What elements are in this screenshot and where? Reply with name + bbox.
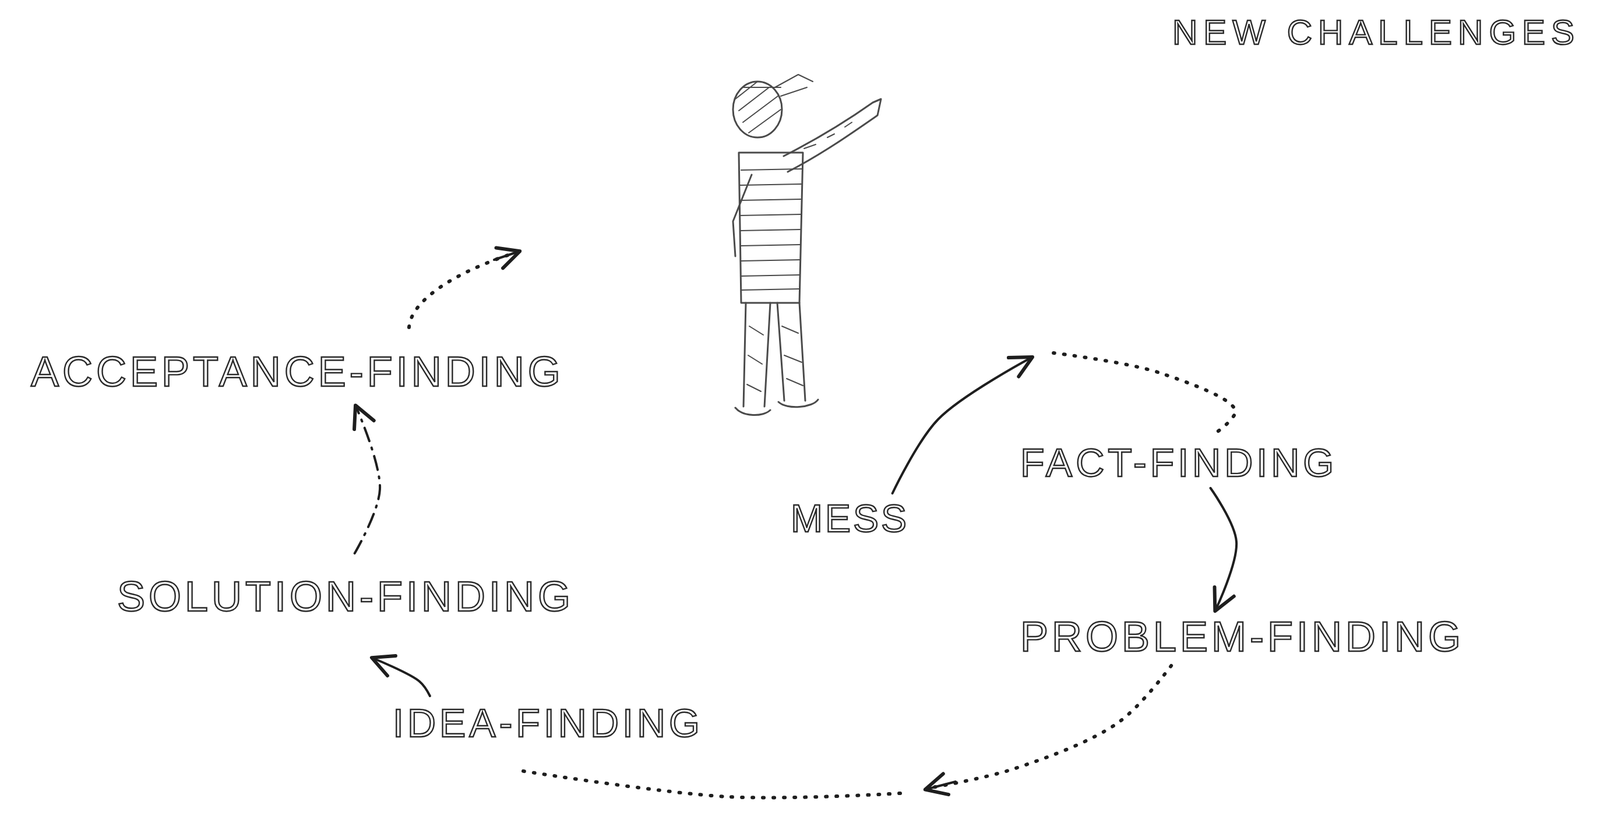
flow-arrow — [1210, 488, 1237, 611]
stage-label-node: ACCEPTANCE-FINDING — [30, 350, 565, 393]
person-arm — [783, 99, 881, 172]
loop-arrow — [409, 251, 519, 328]
stage-name: FACT-FINDING — [1020, 442, 1338, 483]
connector-line — [1210, 488, 1237, 611]
connector-line — [892, 357, 1032, 494]
person-feet — [735, 399, 819, 416]
stage-label-node: IDEA-FINDING — [392, 703, 704, 743]
arm-hatching — [804, 122, 852, 149]
person-head — [732, 81, 782, 138]
person-legs — [743, 302, 806, 407]
stage-name: NEW CHALLENGES — [1172, 15, 1581, 51]
flow-arrow — [372, 658, 431, 697]
stage-label-node: SOLUTION-FINDING — [117, 575, 574, 618]
person-other-arm — [732, 174, 752, 257]
flow-arrow — [892, 353, 1236, 494]
stage-label-node: FACT-FINDING — [1020, 442, 1338, 483]
connector-layer — [354, 353, 1237, 798]
person-hat — [774, 74, 813, 97]
connector-line — [926, 781, 956, 790]
flow-arrow — [354, 406, 380, 554]
stage-label-node: PROBLEM-FINDING — [1020, 615, 1465, 658]
dotted-connector — [519, 770, 901, 798]
connector-line — [372, 658, 431, 697]
head-hatching — [735, 81, 781, 133]
flow-arrow — [519, 665, 1172, 798]
person-torso — [738, 152, 803, 303]
stage-label-node: MESS — [790, 499, 909, 538]
stage-label-node: NEW CHALLENGES — [1172, 15, 1581, 51]
connector-line — [354, 406, 380, 554]
torso-stripes — [739, 168, 802, 291]
person-illustration — [732, 74, 881, 416]
stage-name: SOLUTION-FINDING — [117, 575, 574, 618]
dotted-connector — [1053, 353, 1236, 433]
stage-name: MESS — [790, 499, 909, 538]
arrow-tip — [494, 251, 519, 260]
dotted-line — [409, 251, 519, 328]
stage-name: ACCEPTANCE-FINDING — [30, 350, 565, 393]
stage-name: PROBLEM-FINDING — [1020, 615, 1465, 658]
dotted-connector — [932, 665, 1172, 788]
stage-name: IDEA-FINDING — [392, 703, 704, 743]
leg-hatching — [746, 326, 803, 392]
